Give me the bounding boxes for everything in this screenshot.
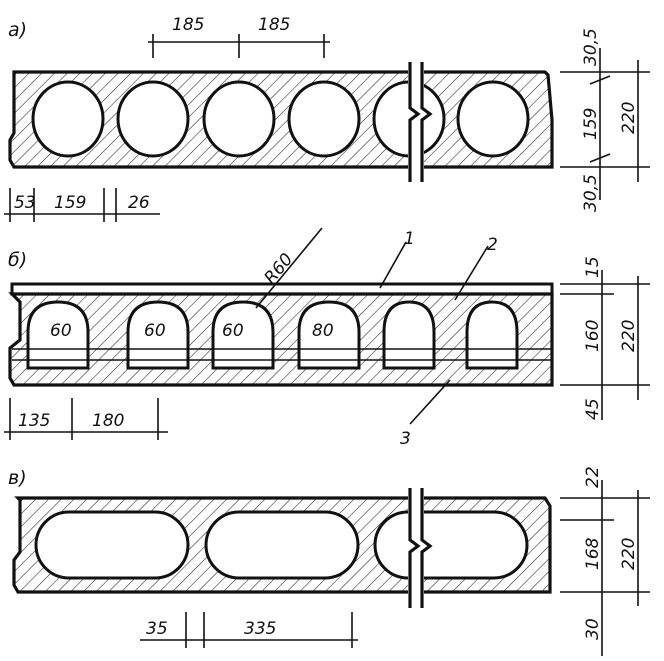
callout-b-2: 2	[487, 235, 498, 255]
dim-a-159-side: 159	[581, 108, 601, 140]
dim-a-53: 53	[14, 193, 36, 213]
section-a: а) 185 185 53 159 26	[4, 15, 650, 222]
dim-b-void-60-3: 60	[222, 321, 244, 341]
dim-c-220: 220	[619, 538, 639, 570]
dim-c-168: 168	[583, 537, 603, 570]
dim-b-r60: R60	[261, 250, 298, 288]
dim-b-15: 15	[583, 256, 603, 278]
callout-b-3: 3	[400, 429, 411, 449]
dim-a-159: 159	[54, 193, 86, 213]
dim-c-30: 30	[583, 618, 603, 640]
section-a-voids	[31, 80, 530, 158]
dim-c-22: 22	[583, 466, 603, 488]
dim-c-335: 335	[244, 619, 276, 639]
dim-b-135: 135	[18, 411, 50, 431]
dim-a-30-5-bottom: 30,5	[581, 174, 601, 212]
section-a-label: а)	[8, 19, 27, 41]
dim-c-35: 35	[146, 619, 168, 639]
section-c-voids	[34, 510, 529, 580]
dim-a-220: 220	[619, 102, 639, 134]
section-b-label: б)	[8, 249, 27, 271]
section-b: б) R60 1 2 3 60 60 60 80	[4, 227, 650, 449]
callout-b-1: 1	[404, 229, 415, 249]
dim-b-220: 220	[619, 320, 639, 352]
dim-a-185-2: 185	[258, 15, 290, 35]
dim-b-160: 160	[583, 320, 603, 352]
dim-b-void-60-1: 60	[50, 321, 72, 341]
dim-a-26: 26	[128, 193, 150, 213]
dim-b-void-60-2: 60	[144, 321, 166, 341]
dim-b-void-80: 80	[312, 321, 334, 341]
dim-a-30-5-top: 30,5	[581, 28, 601, 66]
dim-b-180: 180	[92, 411, 124, 431]
section-c: в) 35 335 22 168 30 220	[8, 466, 650, 656]
dim-a-185-1: 185	[172, 15, 204, 35]
section-c-label: в)	[8, 467, 27, 489]
section-b-voids	[26, 300, 519, 370]
dim-b-45: 45	[583, 398, 603, 420]
